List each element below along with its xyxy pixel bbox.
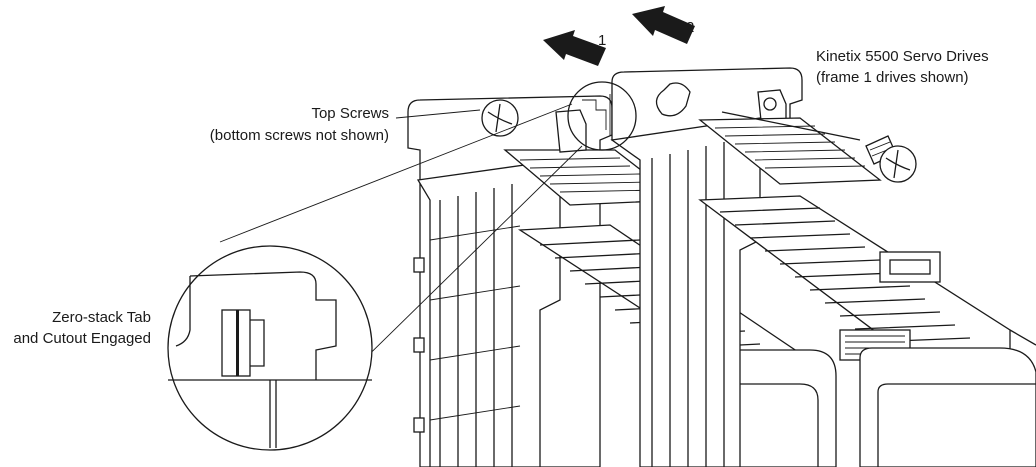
right-side-ribs: [651, 142, 725, 467]
tab-label-line2: and Cutout Engaged: [13, 330, 151, 347]
step-1-number: 1: [598, 32, 606, 49]
screws-leader-line: [395, 109, 481, 119]
screw-icon: [865, 135, 917, 183]
top-screw-installed: [481, 99, 519, 137]
arrow-1-icon: [543, 30, 606, 66]
screw-insertion-line: [721, 111, 861, 141]
detail-source-circle: [567, 81, 637, 151]
detail-magnified-circle: [167, 245, 373, 451]
left-drive-side: [416, 159, 561, 467]
right-drive: [610, 67, 1036, 467]
arrow-2-icon: [632, 6, 695, 44]
tab-label-line1: Zero-stack Tab: [52, 309, 151, 326]
keyhole: [655, 82, 691, 117]
screws-label-line1: Top Screws: [311, 105, 389, 122]
drives-label-line2: (frame 1 drives shown): [816, 69, 969, 86]
drives-label-line1: Kinetix 5500 Servo Drives: [816, 48, 989, 65]
screws-label-line2: (bottom screws not shown): [210, 127, 389, 144]
step-2-number: 2: [686, 19, 694, 36]
left-side-ribs: [413, 184, 521, 467]
